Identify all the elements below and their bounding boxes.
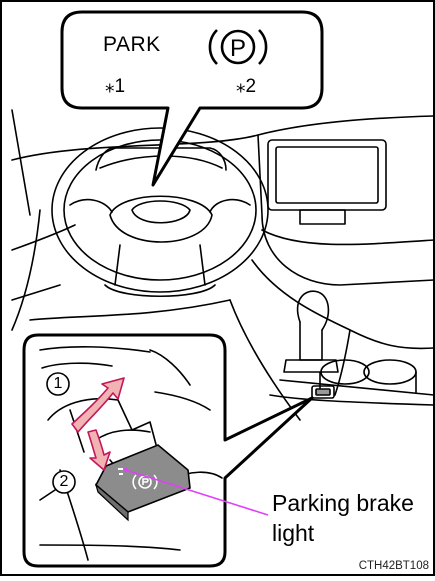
figure-code: CTH42BT108 [359, 560, 429, 572]
footnote-marker-1: ⁎1 [105, 75, 125, 98]
brake-light-marker-2 [119, 473, 123, 475]
parking-brake-light-label: Parking brake light [272, 488, 422, 548]
brake-light-marker [118, 468, 123, 470]
park-indicator-text: PARK [103, 33, 161, 57]
step-1-label: 1 [47, 373, 69, 395]
indicator-letter: P [230, 35, 246, 62]
leader-dot [124, 468, 128, 472]
step-2-label: 2 [53, 471, 75, 493]
footnote-marker-2: ⁎2 [236, 75, 256, 98]
